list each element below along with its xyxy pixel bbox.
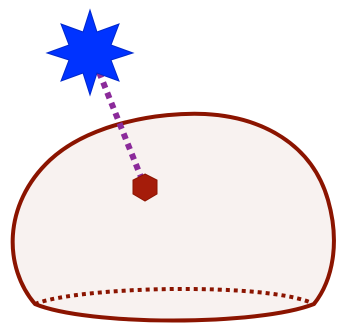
star-light-source (47, 10, 133, 95)
